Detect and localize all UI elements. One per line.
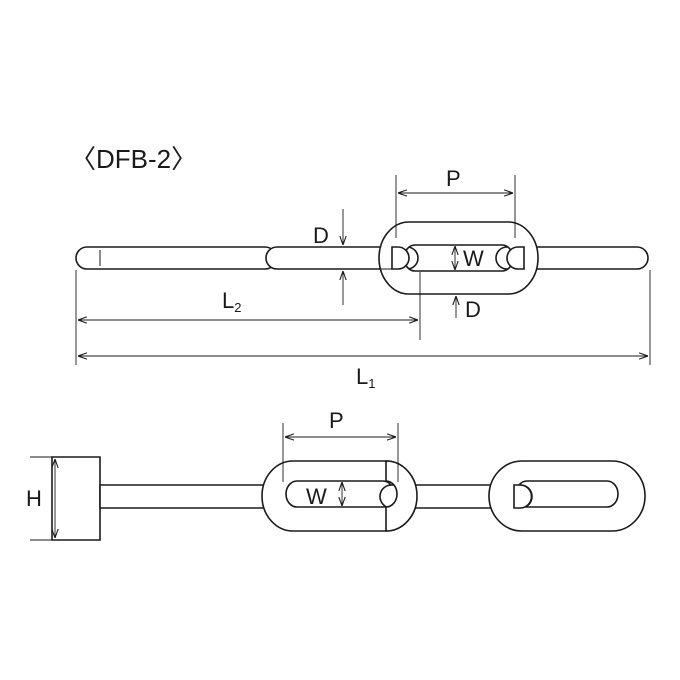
length-main-label: L1 (356, 364, 375, 391)
middle-bar-tip (391, 246, 410, 270)
side-link-2 (488, 460, 646, 532)
side-view (51, 456, 646, 541)
side-link-1-right-arc (385, 460, 418, 532)
pitch-label-top: P (446, 166, 461, 191)
pitch-label-side: P (329, 408, 344, 433)
diameter-label-top: D (313, 223, 329, 248)
l1-letter: L (356, 364, 368, 389)
side-dimensions: P W H (26, 408, 399, 541)
inner-width-label-side: W (306, 484, 327, 509)
shank (99, 484, 283, 509)
diameter-label-link: D (465, 297, 481, 322)
l2-letter: L (222, 288, 234, 313)
inner-width-label-top: W (463, 246, 484, 271)
right-bar-tip (506, 246, 525, 270)
l1-subscript: 1 (368, 376, 375, 391)
side-bar-tip (513, 484, 533, 509)
top-view (75, 221, 649, 295)
t-head (51, 456, 101, 541)
left-bar (75, 246, 277, 270)
length-part-label: L2 (222, 288, 241, 315)
l2-subscript: 2 (234, 300, 241, 315)
top-dimensions: P D W D L2 L1 (75, 166, 651, 391)
drawing-title: 〈DFB-2〉 (70, 144, 197, 174)
height-label: H (26, 486, 42, 511)
